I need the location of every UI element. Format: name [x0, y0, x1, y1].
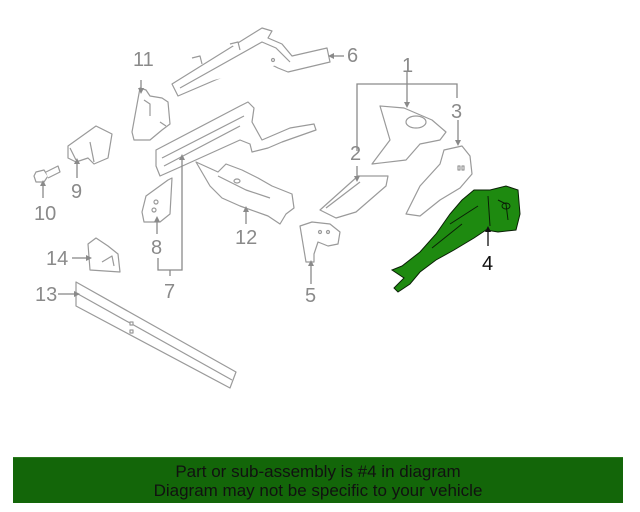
part-11-bracket [131, 87, 171, 141]
part-5-bracket [299, 221, 341, 263]
part-8-plate [141, 177, 173, 223]
callout-5: 5 [305, 285, 317, 307]
callout-4: 4 [482, 253, 494, 275]
callout-2: 2 [350, 143, 362, 165]
callout-6: 6 [347, 45, 359, 67]
part-14-bracket [87, 237, 121, 273]
arrowheads [40, 53, 491, 297]
callout-7: 7 [164, 281, 176, 303]
part-2-floor-pan [319, 175, 389, 219]
callout-3: 3 [451, 101, 463, 123]
callout-12: 12 [235, 227, 258, 249]
banner-line-part: Part or sub-assembly is #4 in diagram [175, 462, 461, 481]
part-9-bracket [67, 125, 113, 165]
part-4-highlighted [390, 185, 521, 293]
part-6-upper-rail [171, 27, 331, 97]
callout-13: 13 [35, 284, 58, 306]
part-1-strut-tower [371, 105, 447, 165]
parts-diagram: 1 2 3 4 5 6 7 8 9 10 11 12 13 14 [33, 27, 521, 389]
callout-1: 1 [402, 55, 414, 77]
part-10-bolt [33, 165, 61, 183]
leader-lines [42, 55, 489, 295]
callout-14: 14 [46, 248, 69, 270]
part-7-frame-rail [155, 101, 317, 177]
part-13-cross-member [75, 281, 237, 389]
callout-10: 10 [34, 203, 57, 225]
parts-diagram-drawing [33, 27, 521, 389]
callout-11: 11 [133, 49, 154, 71]
part-3-wheel-arch [405, 145, 473, 217]
callout-9: 9 [71, 181, 83, 203]
callout-8: 8 [151, 237, 163, 259]
info-banner: Part or sub-assembly is #4 in diagram Di… [13, 457, 623, 503]
part-12-floor-member [195, 161, 295, 225]
banner-line-disclaimer: Diagram may not be specific to your vehi… [153, 481, 483, 500]
